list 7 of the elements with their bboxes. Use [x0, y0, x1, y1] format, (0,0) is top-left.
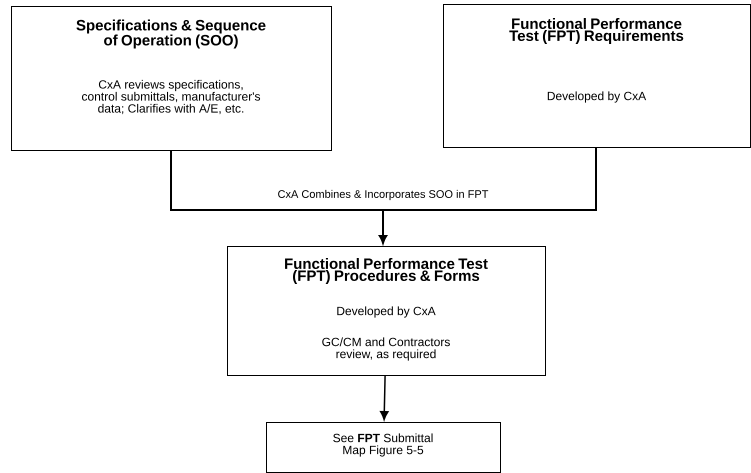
process-box: Functional Performance Test (FPT) Requirements Developed by CxA: [443, 4, 751, 148]
arrow: [378, 147, 597, 244]
process-box: See FPT Submittal Map Figure 5-5: [266, 422, 501, 473]
edge-label: CxA Combines & Incorporates SOO in FPT: [276, 188, 490, 202]
process-box: Functional Performance Test (FPT) Procedures & Forms Developed by CxA GC/CM and Contractors review, as required: [227, 246, 546, 376]
process-box: Specifications & Sequence of Operation (SOO) CxA reviews specifications, control submittals, manufacturer's data; Clarifies with A/E, etc.: [11, 6, 332, 151]
arrow: [380, 376, 389, 420]
